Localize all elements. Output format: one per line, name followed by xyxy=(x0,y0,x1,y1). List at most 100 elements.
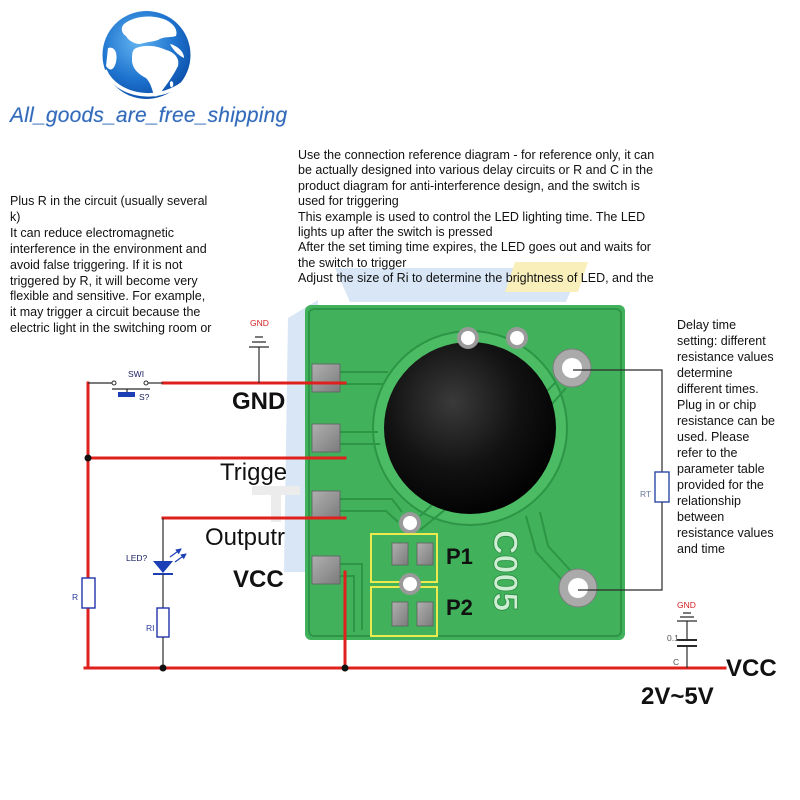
red-wiring xyxy=(83,381,727,670)
resistor-ri-label: RI xyxy=(146,623,155,633)
note-line: flexible and sensitive. For example, xyxy=(10,289,206,304)
brand-tagline: All_goods_are_free_shipping xyxy=(10,104,288,127)
note-line: electric light in the switching room or xyxy=(10,321,212,336)
jumper-pad xyxy=(416,601,434,627)
capacitor-plates xyxy=(677,639,697,647)
note-line: Delay time xyxy=(677,318,737,332)
rt-hole-bottom xyxy=(558,568,598,608)
note-line: avoid false triggering. If it is not xyxy=(10,257,183,272)
note-line: interference in the environment and xyxy=(10,241,207,256)
mounting-hole-top-left xyxy=(457,327,479,349)
chip-epoxy-blob xyxy=(384,342,556,514)
resistor-r-notes: Plus R in the circuit (usually several k… xyxy=(10,194,211,337)
trace-rt-bottom xyxy=(525,511,571,581)
board-marking: C005 xyxy=(486,530,524,611)
note-line: it may trigger a circuit because the xyxy=(10,305,201,320)
note-line: resistance values xyxy=(677,350,774,364)
note-line: triggered by R, it will become very xyxy=(10,273,198,288)
hole xyxy=(510,331,524,345)
ground-symbol-top: GND xyxy=(249,318,269,383)
note-line: parameter table xyxy=(677,462,765,476)
note-line: refer to the xyxy=(677,446,738,460)
resistor-r: R xyxy=(72,577,96,609)
island-madagascar xyxy=(170,81,174,88)
pin-label-vcc: VCC xyxy=(233,566,284,593)
pin-label-output: Outputr xyxy=(205,524,285,551)
jumper-pad xyxy=(416,542,434,566)
hole xyxy=(403,577,417,591)
note-line: Plug in or chip xyxy=(677,398,757,412)
switch-bar xyxy=(112,388,150,392)
led-label: LED? xyxy=(126,553,148,563)
trace-trigger xyxy=(340,431,380,445)
ground-bars xyxy=(677,612,697,622)
switch-contact xyxy=(143,380,149,386)
switch-plunger xyxy=(118,392,135,397)
hole xyxy=(403,516,417,530)
resistor-r-label: R xyxy=(72,592,78,602)
watermark-band-top xyxy=(335,268,580,302)
note-line: used for triggering xyxy=(298,194,399,209)
hole xyxy=(568,578,588,598)
jumper-label-p1: P1 xyxy=(446,544,473,569)
note-line: resistance can be xyxy=(677,414,775,428)
connection-notes: Use the connection reference diagram - f… xyxy=(298,148,654,287)
watermark-letter-stem xyxy=(271,486,281,522)
led-light-arrow xyxy=(174,553,187,563)
board-edge-trace xyxy=(308,308,622,637)
switch-designator: SWI xyxy=(128,369,144,379)
ground-label: GND xyxy=(250,318,269,328)
jumper-hole-upper xyxy=(399,512,421,534)
globe-continents xyxy=(106,16,184,97)
note-line: between xyxy=(677,510,725,524)
junction-dot xyxy=(84,454,92,462)
ground-bars xyxy=(249,336,269,348)
note-line: product diagram for anti-interference de… xyxy=(298,178,640,193)
ground-label: GND xyxy=(677,600,696,610)
continent-europe xyxy=(121,16,177,44)
note-line: different times. xyxy=(677,382,759,396)
note-line: Use the connection reference diagram - f… xyxy=(298,148,655,162)
globe-swoosh xyxy=(103,69,191,97)
rt-lead-bottom xyxy=(578,502,663,591)
capacitor-designator: C xyxy=(673,657,679,667)
hole xyxy=(461,331,475,345)
junction-dot xyxy=(341,664,349,672)
note-line: be actually designed into various delay … xyxy=(298,163,654,178)
capacitor-c: GND 0.1 C xyxy=(667,600,697,668)
note-line: This example is used to control the LED … xyxy=(298,209,646,224)
jumper-pad xyxy=(391,542,409,566)
supply-voltage-range: 2V~5V xyxy=(641,683,714,710)
trigger-pad xyxy=(311,423,341,453)
mounting-hole-top-right xyxy=(506,327,528,349)
note-line: setting: different xyxy=(677,334,766,348)
note-line: lights up after the switch is pressed xyxy=(298,225,493,240)
junction-dot xyxy=(159,664,167,672)
continent-americas-edge xyxy=(106,47,117,70)
hole xyxy=(562,358,582,378)
led-light-arrow xyxy=(169,548,182,558)
led-triangle xyxy=(153,561,173,573)
rt-hole-top xyxy=(552,348,592,388)
rt-lead-top xyxy=(573,369,663,472)
vcc-pad xyxy=(311,555,341,585)
note-line: After the set timing time expires, the L… xyxy=(298,240,651,255)
gnd-pad xyxy=(311,363,341,393)
note-line: Plus R in the circuit (usually several xyxy=(10,194,208,208)
switch-contact xyxy=(111,380,117,386)
note-line: used. Please xyxy=(677,430,750,444)
pin-label-gnd: GND xyxy=(232,388,285,415)
capacitor-value: 0.1 xyxy=(667,633,679,643)
watermark-letter xyxy=(252,486,300,522)
jumper-hole-middle xyxy=(399,573,421,595)
note-line: and time xyxy=(677,542,725,556)
note-line: Adjust the size of Ri to determine the b… xyxy=(298,271,654,286)
note-line: provided for the xyxy=(677,478,764,492)
jumper-label-p2: P2 xyxy=(446,595,473,620)
output-pad xyxy=(311,490,341,520)
continent-arabia xyxy=(170,44,184,58)
note-line: resistance values xyxy=(677,526,774,540)
resistor-ri: RI xyxy=(146,607,170,668)
